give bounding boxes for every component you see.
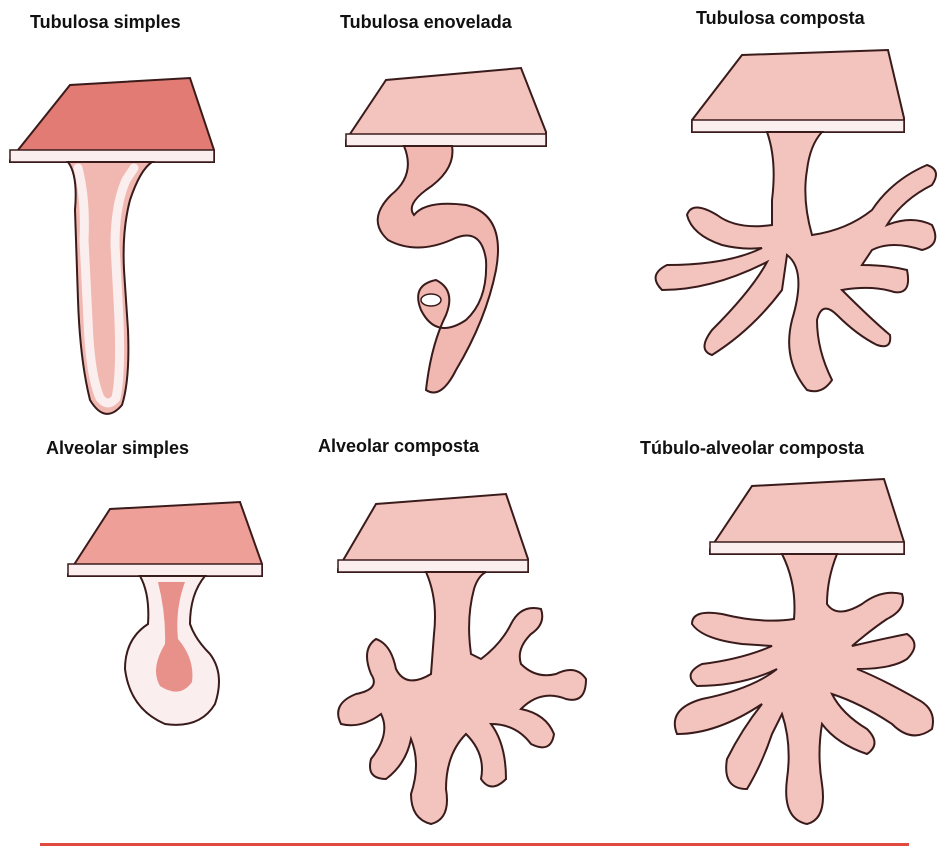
gland-coil	[378, 146, 498, 393]
tubulo-alveolar-composta-diagram	[632, 424, 949, 848]
surface-cell-layer	[692, 120, 904, 132]
panel-alveolar-simples: Alveolar simples	[0, 424, 316, 848]
surface-cell-layer	[68, 564, 262, 576]
surface-cell-layer	[710, 542, 904, 554]
gland-branches	[656, 132, 936, 391]
alveolar-composta-diagram	[316, 424, 632, 848]
panel-tubulosa-simples: Tubulosa simples	[0, 0, 316, 424]
panel-tubulo-alveolar-composta: Túbulo-alveolar composta	[632, 424, 948, 848]
gland-branches	[338, 572, 586, 824]
tubulosa-simples-diagram	[0, 0, 316, 424]
bottom-rule	[40, 843, 909, 846]
panel-tubulosa-enovelada: Tubulosa enovelada	[316, 0, 632, 424]
tubulosa-composta-diagram	[632, 0, 949, 424]
alveolar-simples-diagram	[0, 424, 316, 848]
surface-cell-layer	[338, 560, 528, 572]
panel-alveolar-composta: Alveolar composta	[316, 424, 632, 848]
coil-lumen-hole	[421, 294, 441, 306]
surface-cell-layer	[10, 150, 214, 162]
panel-tubulosa-composta: Tubulosa composta	[632, 0, 948, 424]
surface-cell-layer	[346, 134, 546, 146]
tubulosa-enovelada-diagram	[316, 0, 632, 424]
gland-branches	[675, 554, 933, 824]
